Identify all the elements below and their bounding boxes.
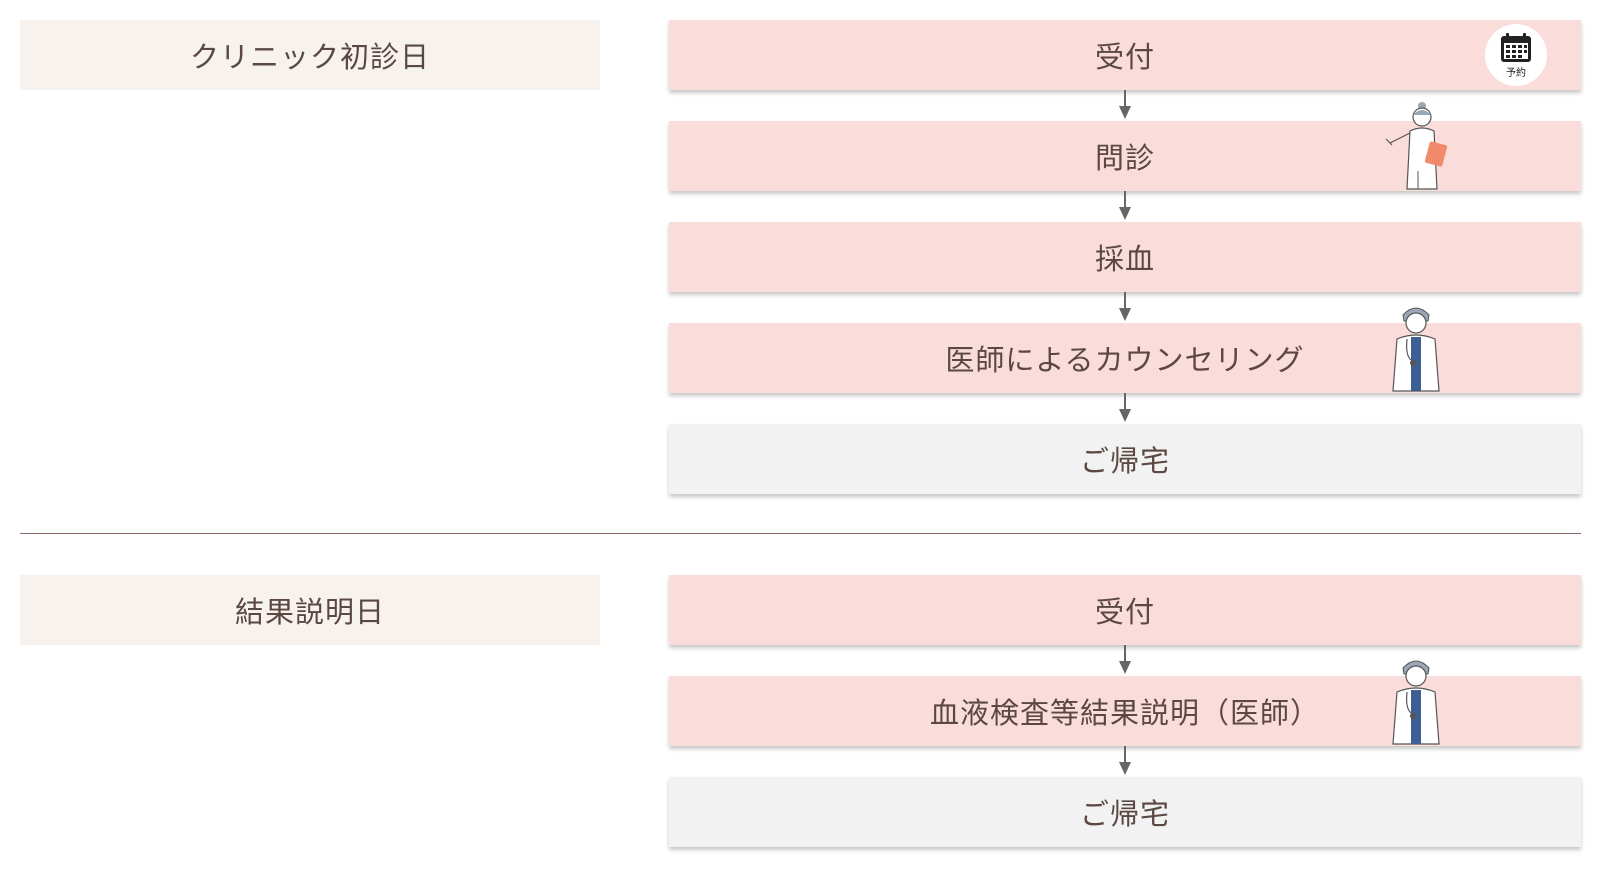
step-label: 受付 (1094, 40, 1155, 74)
section-label-results-day: 結果説明日 (20, 575, 600, 645)
flow-step-blood-draw: 採血 (669, 222, 1581, 292)
flow-arrow (1119, 746, 1131, 775)
step-label: 医師によるカウンセリング (945, 343, 1305, 377)
calendar-icon-text: 予約 (1506, 66, 1526, 79)
flow-arrow (1119, 191, 1131, 220)
section-label-first-visit: クリニック初診日 (20, 20, 600, 90)
flow-arrow (1119, 393, 1131, 422)
doctor-illustration (1383, 303, 1449, 393)
step-label: 受付 (1094, 595, 1155, 629)
flow-arrow (1119, 90, 1131, 119)
doctor-illustration (1383, 656, 1449, 746)
nurse-illustration (1382, 101, 1452, 193)
flow-step-return-home: ご帰宅 (669, 777, 1581, 847)
step-label: ご帰宅 (1079, 797, 1170, 831)
step-label: 血液検査等結果説明（医師） (929, 696, 1320, 730)
flow-arrow (1119, 292, 1131, 321)
flow-step-return-home: ご帰宅 (669, 424, 1581, 494)
flow-step-reception: 受付 (669, 20, 1581, 90)
flow-arrow (1119, 645, 1131, 674)
step-label: 採血 (1094, 242, 1155, 276)
step-label: ご帰宅 (1079, 444, 1170, 478)
step-label: 問診 (1094, 141, 1155, 175)
calendar-reservation-icon: 予約 (1485, 24, 1547, 86)
flow-step-reception: 受付 (669, 575, 1581, 645)
section-divider (20, 533, 1581, 534)
